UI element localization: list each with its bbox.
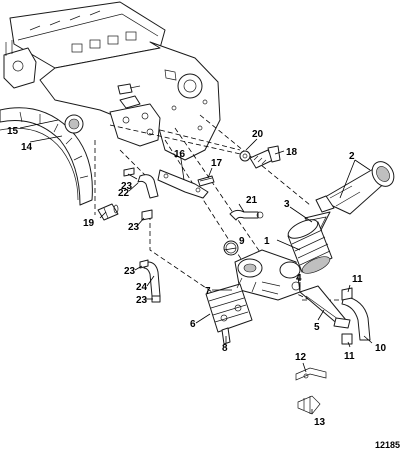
- callout-3: 3: [284, 199, 290, 210]
- leader-lines: [19, 119, 373, 414]
- callout-6: 6: [190, 319, 196, 330]
- fittings-11: [341, 287, 353, 345]
- filter-head-adapter: [234, 249, 301, 301]
- oil-filter-element: [287, 219, 333, 274]
- hose-10: [333, 295, 371, 341]
- callout-20: 20: [252, 129, 264, 140]
- callout-1: 1: [264, 236, 270, 247]
- callout-7: 7: [205, 286, 211, 297]
- callout-22: 22: [118, 188, 130, 199]
- hose-21: [229, 209, 264, 221]
- callout-5: 5: [314, 322, 320, 333]
- oil-cooler: [205, 283, 253, 333]
- figure-number: 12185: [375, 440, 400, 450]
- assembly-lines: [94, 114, 346, 301]
- callout-10: 10: [375, 343, 387, 354]
- fitting: [97, 203, 119, 221]
- screws-7: [236, 277, 257, 293]
- washer-20: [239, 150, 251, 162]
- callout-15: 15: [7, 126, 19, 137]
- callout-23a: 23: [121, 181, 133, 192]
- screw-17: [197, 175, 215, 187]
- elbow-hose: [137, 174, 159, 199]
- callout-11a: 11: [352, 274, 363, 285]
- callout-2: 2: [349, 151, 355, 162]
- callout-labels: 1 2 3 4 5 6 7 8 9 10 11 11 12 13 14 15 1…: [7, 126, 400, 450]
- clip-12: [295, 367, 327, 381]
- callout-4: 4: [296, 273, 302, 284]
- callout-19: 19: [83, 218, 95, 229]
- callout-23c: 23: [124, 266, 136, 277]
- callout-23d: 23: [136, 295, 148, 306]
- banjo-bolt: [249, 145, 281, 169]
- callout-16: 16: [174, 149, 186, 160]
- callout-12: 12: [295, 352, 307, 363]
- callout-17: 17: [211, 158, 223, 169]
- callout-9: 9: [239, 236, 245, 247]
- filter-housing-cap: [315, 161, 395, 215]
- callout-21: 21: [246, 195, 258, 206]
- callout-23b: 23: [128, 222, 140, 233]
- bracket: [157, 169, 209, 199]
- callout-8: 8: [222, 343, 228, 354]
- clip-13: [297, 395, 321, 415]
- callout-18: 18: [286, 147, 298, 158]
- callout-13: 13: [314, 417, 326, 428]
- engine-block: [0, 1, 221, 206]
- callout-24: 24: [136, 282, 148, 293]
- callout-11b: 11: [344, 351, 355, 362]
- callout-14: 14: [21, 142, 33, 153]
